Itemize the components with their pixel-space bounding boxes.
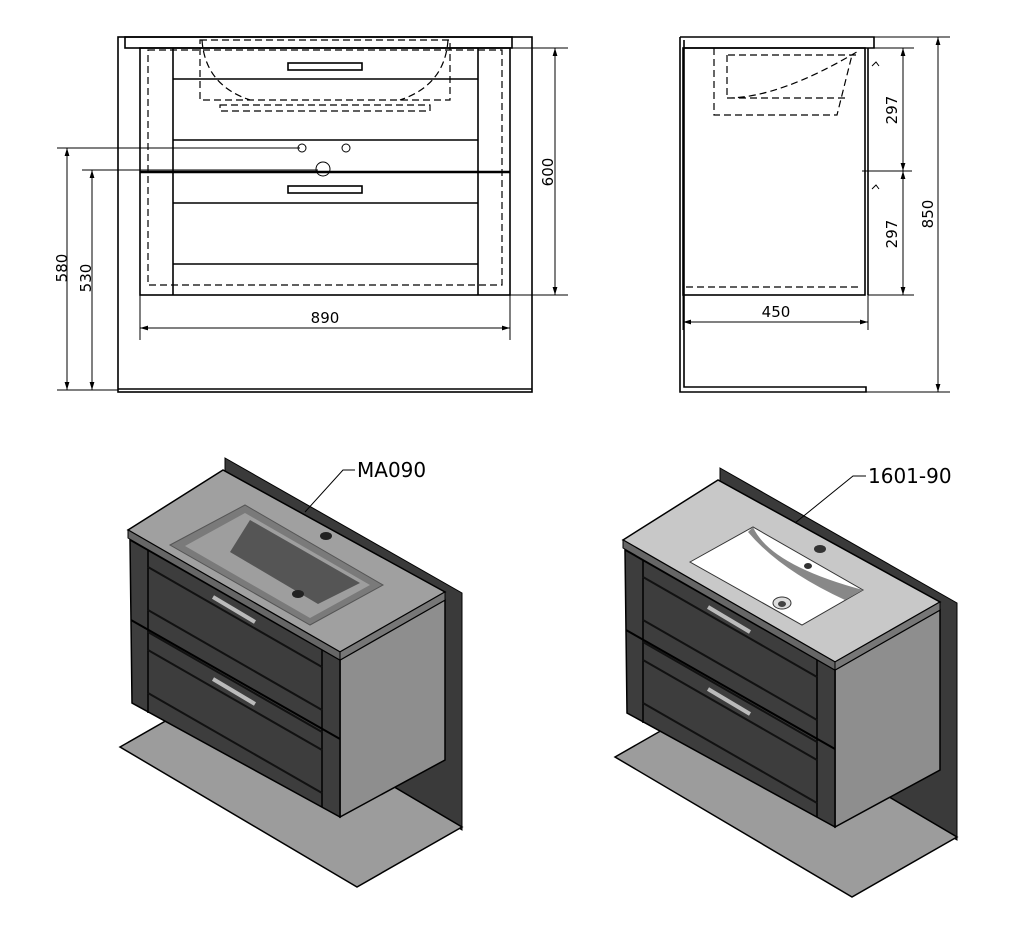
dim-580: 580 — [53, 254, 71, 283]
dim-850: 850 — [919, 200, 937, 229]
dim-530: 530 — [77, 264, 95, 293]
dim-890: 890 — [311, 309, 340, 327]
basin-1601-90 — [688, 526, 865, 626]
upper-handle — [287, 62, 363, 71]
svg-text:MA090: MA090 — [357, 458, 426, 482]
svg-text:1601-90: 1601-90 — [868, 464, 952, 488]
label-ma090: MA090 — [304, 458, 426, 513]
front-view: 600 580 530 890 — [53, 36, 568, 393]
lower-handle — [211, 677, 257, 706]
dim-297-upper: 297 — [883, 96, 901, 125]
basin-ma090 — [168, 504, 385, 626]
iso-view-ma090 — [118, 457, 464, 888]
lower-handle — [706, 687, 752, 716]
iso-view-1601-90 — [613, 467, 959, 898]
dim-600: 600 — [539, 158, 557, 187]
side-view: 297 297 850 450 — [679, 36, 950, 393]
dim-450: 450 — [762, 303, 791, 321]
upper-handle — [706, 605, 752, 634]
lower-handle — [287, 185, 363, 194]
dim-297-lower: 297 — [883, 220, 901, 249]
upper-handle — [211, 595, 257, 624]
label-1601-90: 1601-90 — [794, 464, 952, 524]
